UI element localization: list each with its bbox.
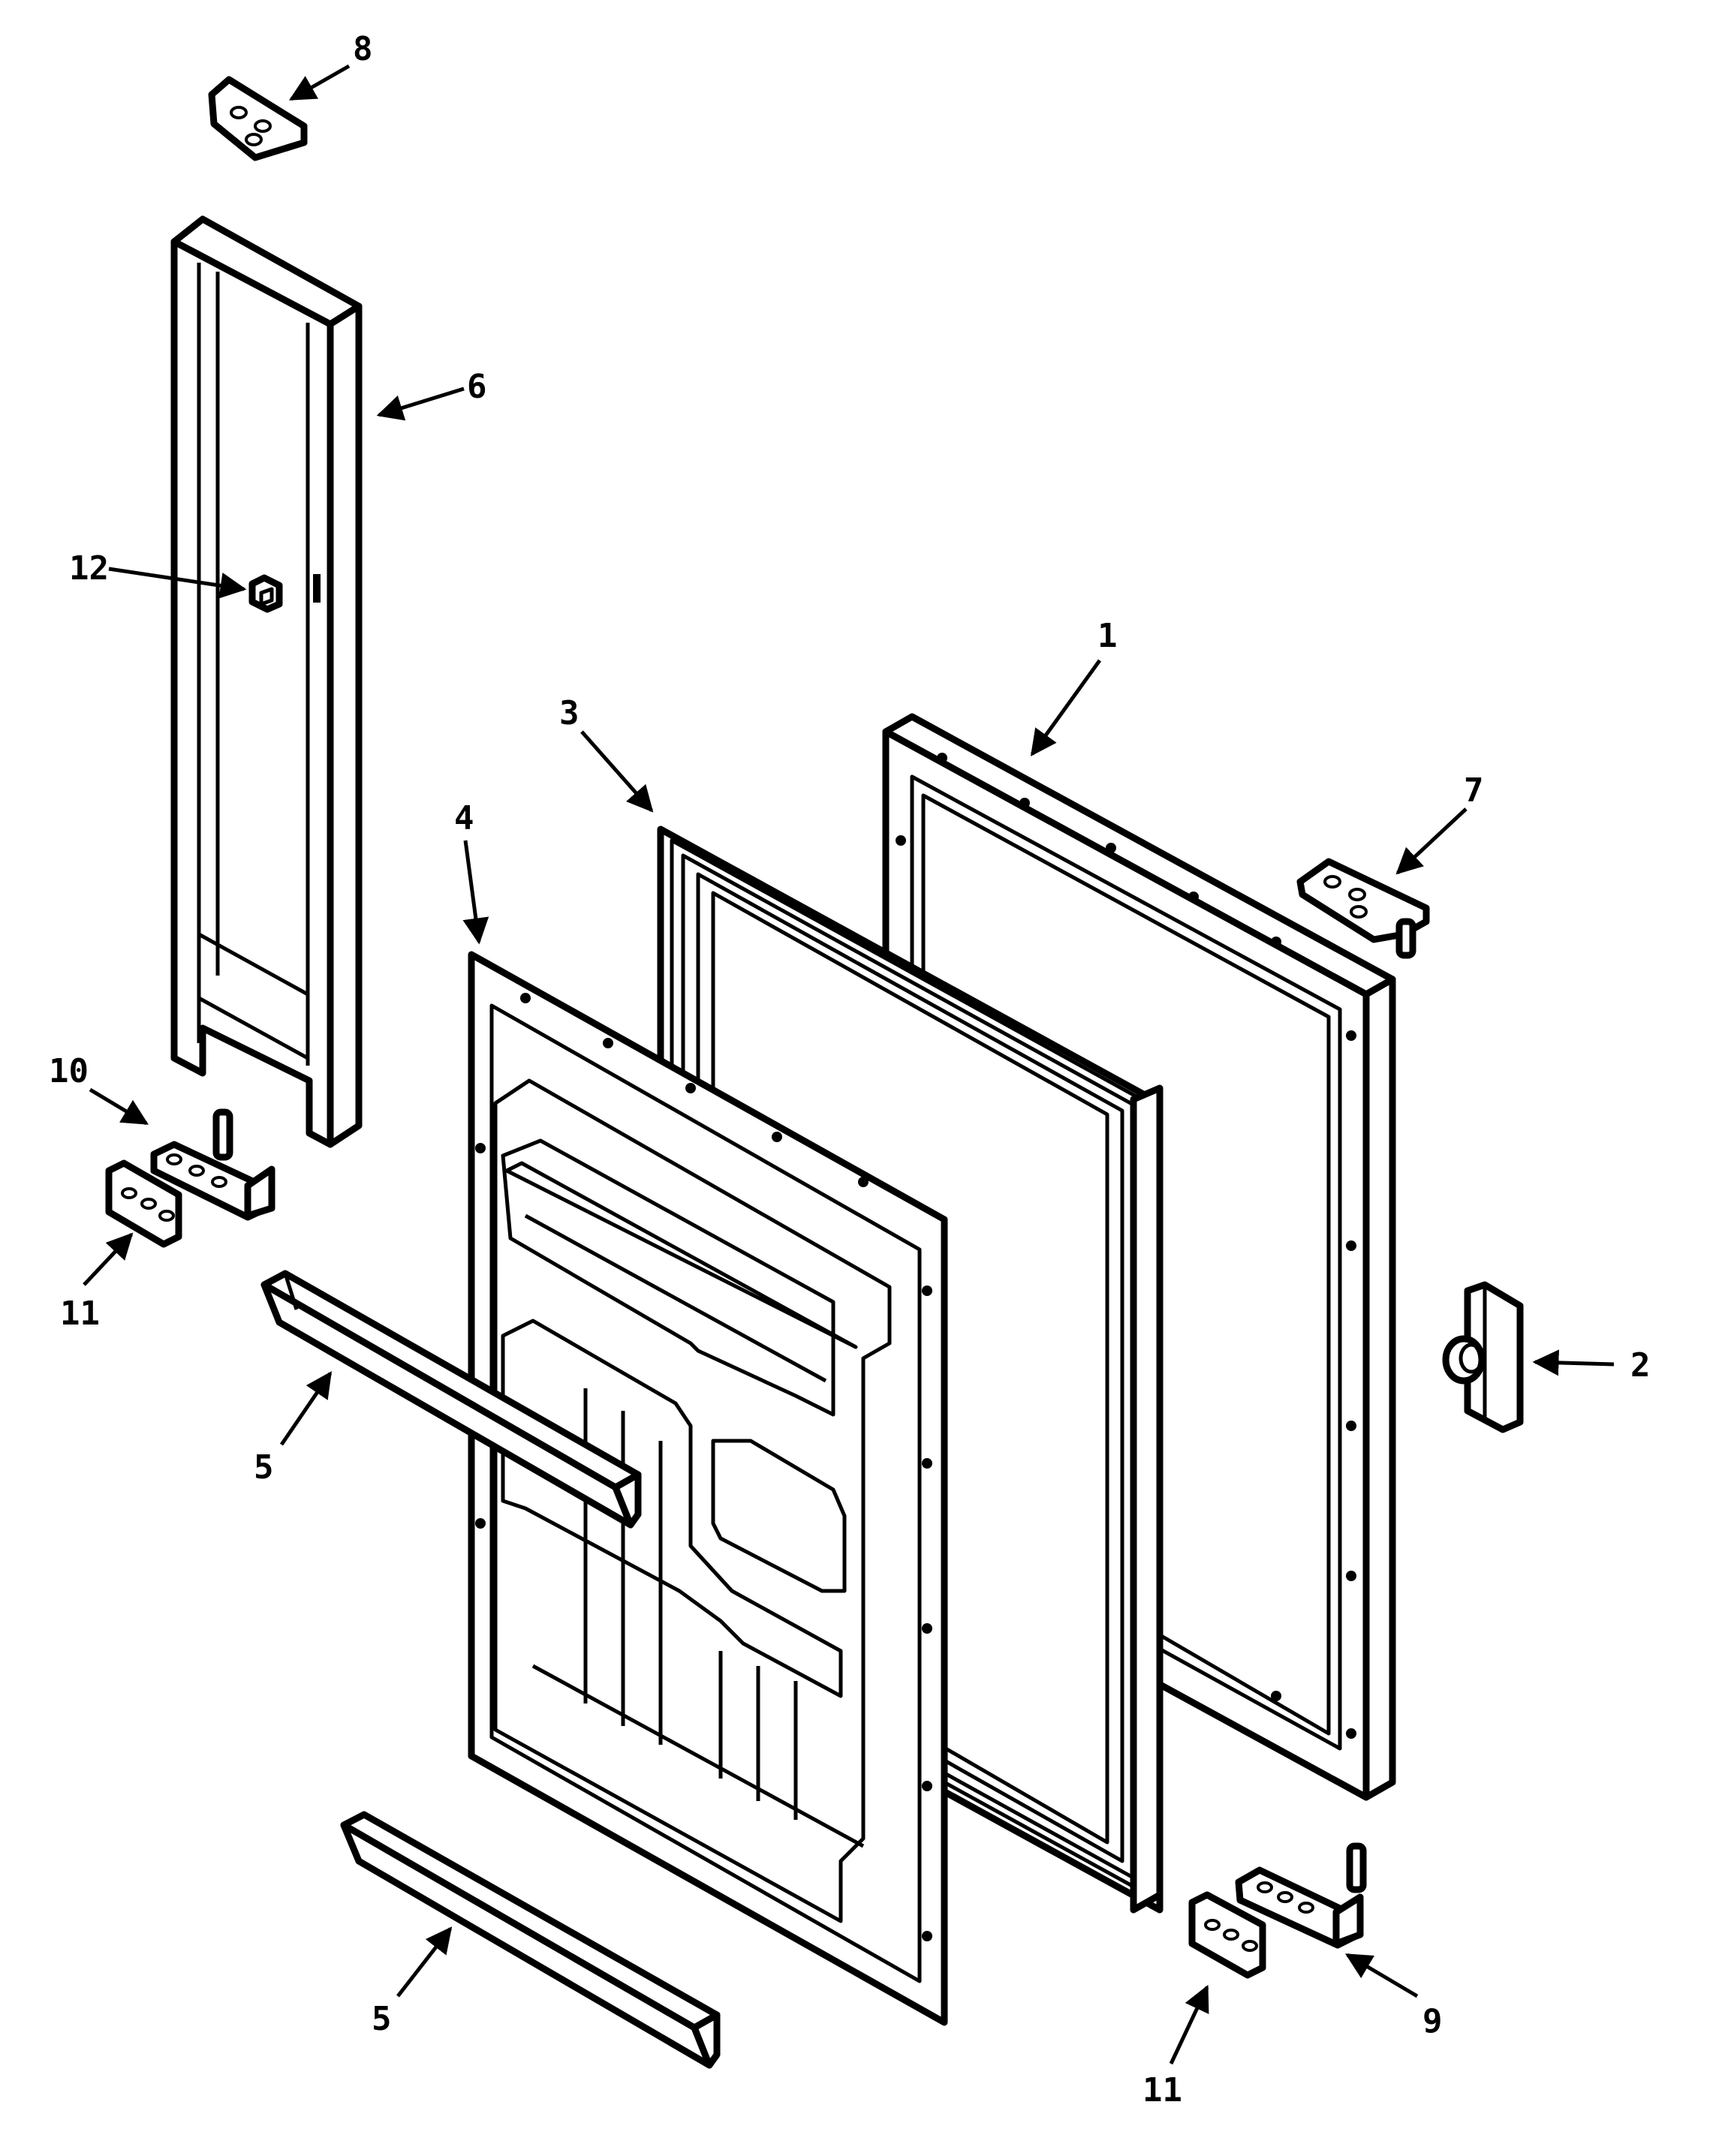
leader-lines	[83, 64, 1615, 2065]
part-4-door-liner	[468, 951, 948, 2026]
callout-4: 4	[454, 799, 474, 837]
part-11-shim-right	[1188, 1891, 1266, 1979]
leader-9	[1344, 1953, 1419, 1998]
callout-12: 12	[69, 549, 109, 588]
leader-3	[580, 730, 654, 813]
part-11-shim-left	[105, 1159, 182, 1248]
callout-11b: 11	[1142, 2071, 1182, 2109]
part-7-upper-hinge	[1296, 858, 1430, 959]
part-6-freezer-door-panel	[170, 215, 363, 1148]
callout-labels: 1 2 3 4 5 5 6 7 8 9 10 11 11 12	[49, 30, 1651, 2109]
leader-5a	[279, 1371, 333, 1446]
callout-6: 6	[467, 368, 487, 406]
callout-1: 1	[1097, 617, 1118, 655]
leader-1	[1030, 659, 1102, 756]
leader-5b	[396, 1926, 453, 1998]
leader-11b	[1169, 1984, 1209, 2065]
part-12-latch-clip	[248, 574, 283, 613]
leader-4	[462, 840, 489, 945]
part-5-handle-lower	[340, 1811, 721, 2069]
leader-2	[1532, 1349, 1615, 1376]
part-2-door-stop	[1442, 1281, 1524, 1433]
leader-6	[376, 386, 465, 421]
callout-7: 7	[1464, 771, 1484, 810]
callout-5a: 5	[254, 1448, 274, 1487]
callout-11a: 11	[60, 1295, 100, 1333]
part-8-top-hinge	[208, 76, 308, 161]
callout-2: 2	[1630, 1346, 1651, 1385]
part-10-lower-hinge	[150, 1108, 275, 1221]
part-4-screw-holes	[475, 993, 932, 1941]
leader-7	[1395, 807, 1468, 875]
callout-3: 3	[559, 694, 580, 732]
part-5-handle-upper	[260, 1270, 642, 1529]
leader-12	[108, 567, 247, 599]
part-9-lower-right-hinge	[1235, 1842, 1367, 1949]
callout-9: 9	[1422, 2002, 1443, 2040]
leader-8	[288, 64, 351, 101]
callout-5b: 5	[372, 2000, 392, 2038]
callout-10: 10	[49, 1052, 89, 1090]
leader-10	[89, 1087, 149, 1126]
leader-11a	[83, 1232, 134, 1286]
callout-8: 8	[353, 30, 373, 68]
